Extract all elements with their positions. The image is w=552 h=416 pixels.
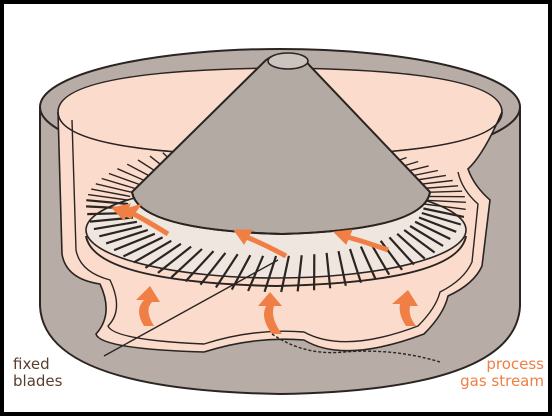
- cone-top: [268, 53, 308, 69]
- gas-stream-label-line-2: gas stream: [460, 373, 544, 390]
- fixed-blades-label: fixed blades: [13, 356, 62, 390]
- fixed-blades-label-line-1: fixed: [13, 356, 62, 373]
- vortex-vessel-diagram: [4, 4, 548, 412]
- diagram-frame: fixed blades process gas stream: [4, 4, 548, 412]
- fixed-blades-label-line-2: blades: [13, 373, 62, 390]
- process-gas-stream-label: process gas stream: [460, 356, 544, 390]
- gas-stream-label-line-1: process: [460, 356, 544, 373]
